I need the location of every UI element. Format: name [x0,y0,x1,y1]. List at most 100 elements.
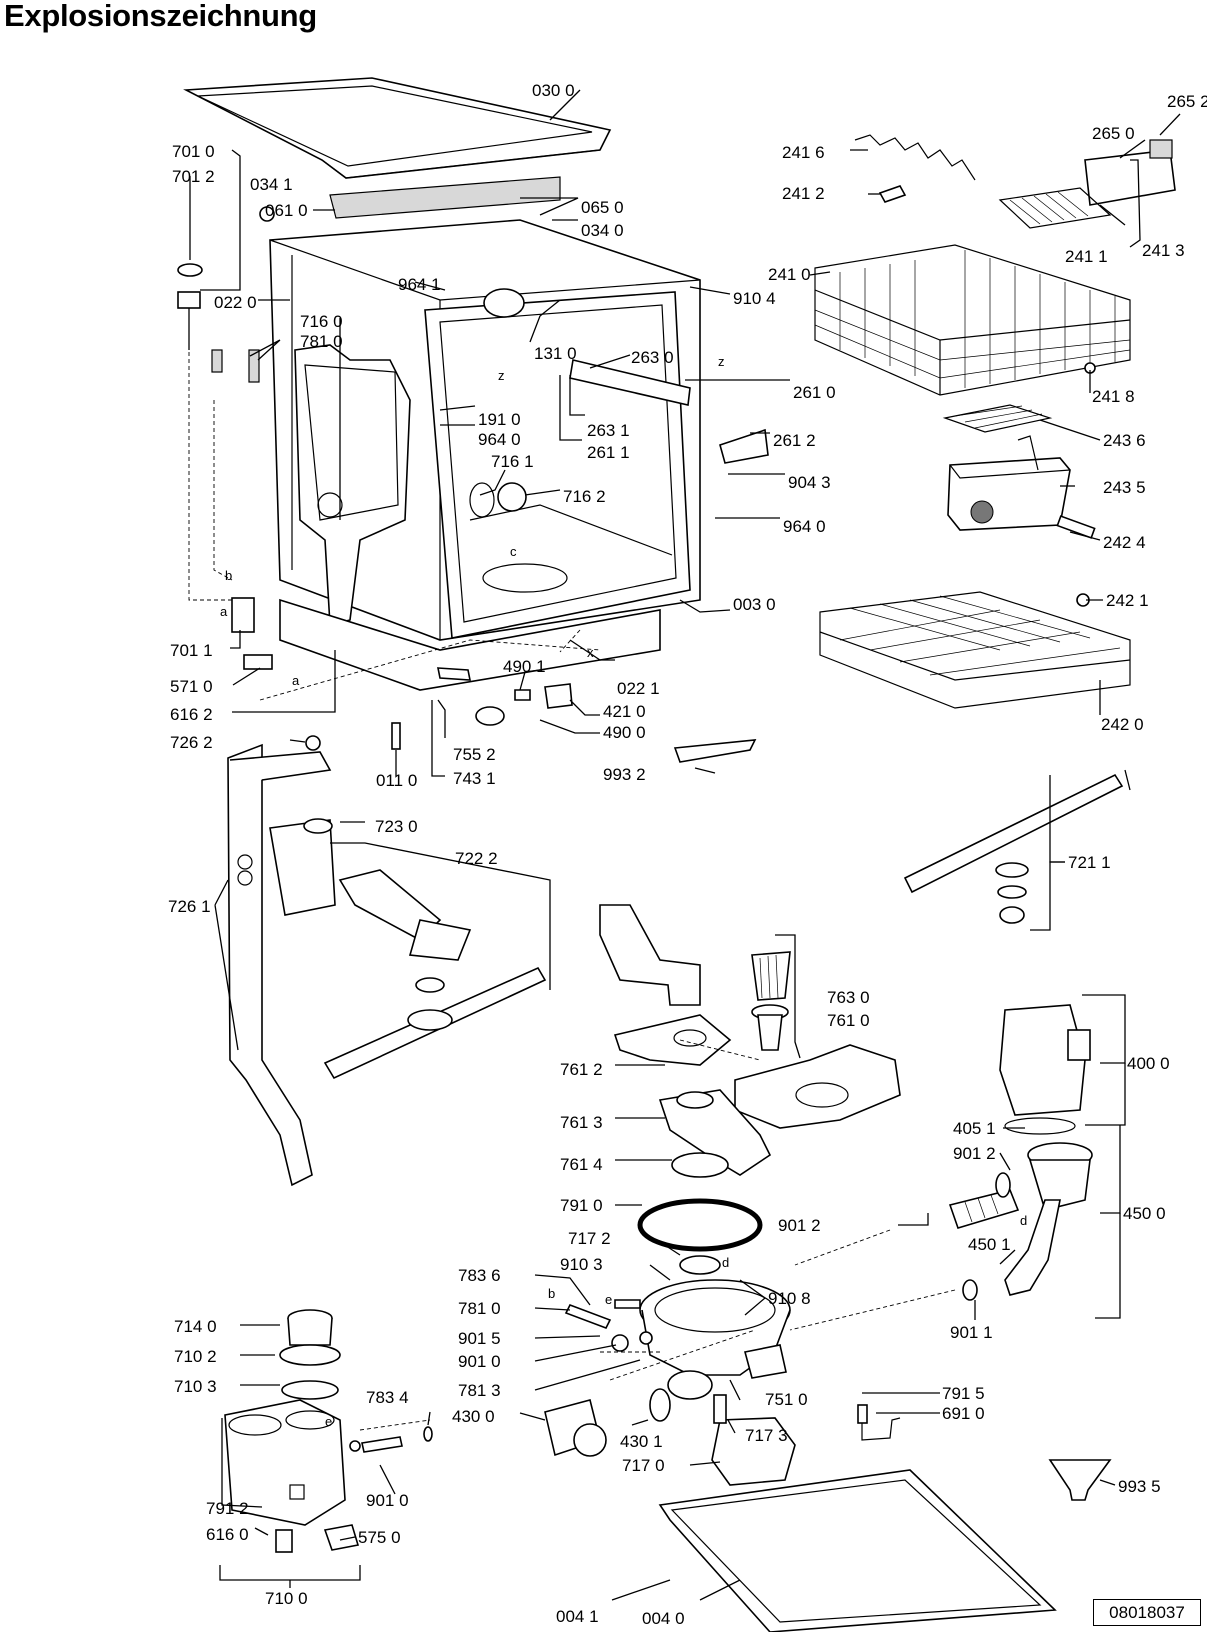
callout: 004 0 [642,1609,685,1628]
marker-letter: d [1020,1213,1027,1228]
document-number: 08018037 [1093,1599,1201,1626]
callout: 616 2 [170,705,213,724]
callout: 791 2 [206,1499,249,1518]
hose-4501 [948,1172,1020,1301]
gasket-7910 [637,1198,763,1252]
marker-letter: b [548,1286,555,1301]
callout: 901 2 [953,1144,996,1163]
worktop-lid [183,77,612,179]
callout: 243 5 [1103,478,1146,497]
callout: 701 1 [170,641,213,660]
lower-spray-arm [323,966,547,1080]
marker-letter: z [498,368,505,383]
heater-pump [711,1394,796,1486]
marker-letter: d [722,1255,729,1270]
callout: 065 0 [581,198,624,217]
callout: 993 5 [1118,1477,1161,1496]
callout: 243 6 [1103,431,1146,450]
callout: 701 0 [172,142,215,161]
callout: 717 3 [745,1426,788,1445]
callout: 701 2 [172,167,215,186]
callout: 011 0 [376,771,417,790]
lower-spray-feed [338,869,472,993]
callout: 781 3 [458,1381,501,1400]
microfilter [658,1089,772,1176]
callout: 710 0 [265,1589,308,1608]
callout: 716 0 [300,312,343,331]
callout: 241 2 [782,184,825,203]
filter-parts [734,951,901,1129]
callout: 721 1 [1068,853,1111,872]
callout: 723 0 [375,817,418,836]
callout: 034 1 [250,175,293,194]
callout: 131 0 [534,344,577,363]
callout: 003 0 [733,595,776,614]
callout: 022 1 [617,679,660,698]
callout: 763 0 [827,988,870,1007]
callout: 575 0 [358,1528,401,1547]
callout: 743 1 [453,769,496,788]
callout: 722 2 [455,849,498,868]
callout: 450 0 [1123,1204,1166,1223]
callout: 761 2 [560,1060,603,1079]
callout: 241 8 [1092,387,1135,406]
water-softener [224,1309,360,1553]
dashed-guides [259,629,956,1431]
lower-basket [819,591,1131,709]
callout: 791 5 [942,1384,985,1403]
callout: 061 0 [265,201,308,220]
assembly-markers: z z c x a b a b e d d e [220,354,1027,1429]
cutlery-basket [947,435,1071,531]
upper-basket [814,244,1131,396]
marker-letter: c [510,544,517,559]
callout: 761 4 [560,1155,603,1174]
marker-letter: x [587,645,594,660]
callout: 964 1 [398,275,441,294]
marker-letter: e [325,1414,332,1429]
marker-letter: e [605,1292,612,1307]
callout: 710 3 [174,1377,217,1396]
callout: 691 0 [942,1404,985,1423]
marker-letter: a [292,673,300,688]
callout: 761 3 [560,1113,603,1132]
valve-7172 [679,1255,721,1275]
callout: 783 6 [458,1266,501,1285]
leader-lines [189,89,1181,1601]
callout-labels: 030 0 034 1 061 0 065 0 034 0 701 0 701 … [168,81,1207,1628]
callout: 242 1 [1106,591,1149,610]
callout: 901 5 [458,1329,501,1348]
callout: 716 2 [563,487,606,506]
callout: 263 1 [587,421,630,440]
side-insulation [294,344,411,627]
callout: 901 0 [458,1352,501,1371]
callout: 400 0 [1127,1054,1170,1073]
callout: 241 1 [1065,247,1108,266]
filter-cover [613,1014,732,1066]
callout: 405 1 [953,1119,996,1138]
callout: 910 3 [560,1255,603,1274]
callout: 261 1 [587,443,630,462]
marker-letter: z [718,354,725,369]
callout: 726 2 [170,733,213,752]
callout: 904 3 [788,473,831,492]
valve-parts [349,1299,653,1453]
callout: 265 0 [1092,124,1135,143]
callout: 261 0 [793,383,836,402]
callout: 241 3 [1142,241,1185,260]
callout: 910 8 [768,1289,811,1308]
callout: 964 0 [478,430,521,449]
callout: 265 2 [1167,92,1207,111]
center-tube [599,904,701,1006]
callout: 781 0 [458,1299,501,1318]
callout: 717 0 [622,1456,665,1475]
callout: 717 2 [568,1229,611,1248]
misc-small-parts [259,206,1112,1501]
cutlery-rack-236 [942,404,1053,433]
callout: 901 0 [366,1491,409,1510]
callout: 791 0 [560,1196,603,1215]
callout: 901 2 [778,1216,821,1235]
callout: 716 1 [491,452,534,471]
callout: 490 0 [603,723,646,742]
callout: 781 0 [300,332,343,351]
